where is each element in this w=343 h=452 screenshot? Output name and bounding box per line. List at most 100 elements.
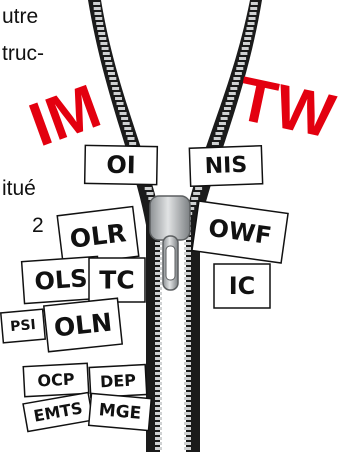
zipper-tooth [129,142,137,145]
zipper-tooth [155,442,162,445]
zipper-tooth [155,292,162,295]
zipper-tooth [155,302,162,305]
card-ic: IC [213,263,271,309]
svg-text:MGE: MGE [98,400,142,424]
svg-text:OLS: OLS [34,264,89,296]
zipper-slider-icon [149,195,191,291]
zipper-tooth [234,72,242,75]
zipper-tooth [97,27,105,30]
zipper-tooth [213,137,221,140]
zipper-tooth [101,47,109,50]
zipper-tooth [184,247,191,250]
zipper-tooth [215,132,223,135]
zipper-tooth [184,377,191,380]
card-psi: PSI [0,308,47,344]
zipper-tooth [155,367,162,370]
zipper-tooth [102,52,110,55]
zipper-tooth [184,242,191,245]
zipper-tooth [118,107,126,110]
zipper-tooth [184,302,191,305]
zipper-tooth [106,67,114,70]
zipper-tooth [155,412,162,415]
zipper-tooth [184,412,191,415]
zipper-tooth [230,87,238,90]
card-dep: DEP [88,363,148,399]
zipper-tooth [127,137,135,140]
zipper-tooth [155,317,162,320]
zipper-tooth [155,312,162,315]
svg-text:OLN: OLN [53,308,114,343]
zipper-tooth [218,122,226,125]
zipper-tooth [121,117,129,120]
zipper-tooth [184,272,191,275]
zipper-tooth [184,432,191,435]
zipper-tooth [220,117,228,120]
zipper-tooth [184,292,191,295]
svg-text:OI: OI [106,151,136,180]
zipper-tooth [155,422,162,425]
zipper-tooth [155,277,162,280]
zipper-tooth [155,272,162,275]
zipper-tooth [242,42,250,45]
zipper-tooth [155,447,162,450]
zipper-tooth [155,347,162,350]
zipper-tooth [110,82,118,85]
zipper-tooth [222,112,230,115]
zipper-tooth [96,22,104,25]
zipper-tooth [184,307,191,310]
zipper-teeth [93,2,258,450]
zipper-tooth [155,282,162,285]
zipper-tooth [184,262,191,265]
zipper-tooth [155,417,162,420]
zipper-tooth [191,197,199,200]
svg-text:DEP: DEP [100,371,137,392]
zipper-tooth [155,357,162,360]
zipper-tooth [184,382,191,385]
svg-text:OLR: OLR [68,218,128,254]
card-ocp: OCP [22,362,90,398]
zipper-tooth [155,397,162,400]
zipper-tooth [223,107,231,110]
zipper-tooth [233,77,241,80]
zipper-tooth [94,12,102,15]
zipper-tooth [193,192,201,195]
zipper-tooth [146,192,154,195]
zipper-tooth [249,12,257,15]
zipper-tooth [184,347,191,350]
zipper-tooth [228,92,236,95]
zipper-tooth [241,47,249,50]
zipper-tooth [155,387,162,390]
text-fragment-1: utre [2,5,39,28]
zipper-tooth [184,402,191,405]
zipper-tooth [155,427,162,430]
zipper-tooth [184,257,191,260]
svg-text:TC: TC [99,266,134,295]
zipper-tooth [250,2,258,5]
zipper-tooth [119,112,127,115]
zipper-tooth [184,322,191,325]
zipper-tooth [184,427,191,430]
zipper-tooth [246,27,254,30]
zipper-tooth [184,287,191,290]
zipper-tooth [155,377,162,380]
zipper-tooth [184,352,191,355]
zipper-tooth [184,267,191,270]
zipper-tooth [99,37,107,40]
zipper-tooth [115,97,123,100]
zipper-tooth [231,82,239,85]
zipper-tooth [155,352,162,355]
zipper-tooth [93,7,101,10]
zipper-tooth [184,312,191,315]
zipper-tooth [184,437,191,440]
text-fragment-2: truc- [2,42,44,65]
zipper-tooth [155,332,162,335]
zipper-tooth [250,7,258,10]
zipper-tooth [107,72,115,75]
zipper-tooth [109,77,117,80]
zipper-tooth [236,67,244,70]
zipper-tooth [155,257,162,260]
zipper-tooth [184,392,191,395]
zipper-tooth [155,382,162,385]
zipper-tooth [184,237,191,240]
zipper-tooth [184,442,191,445]
